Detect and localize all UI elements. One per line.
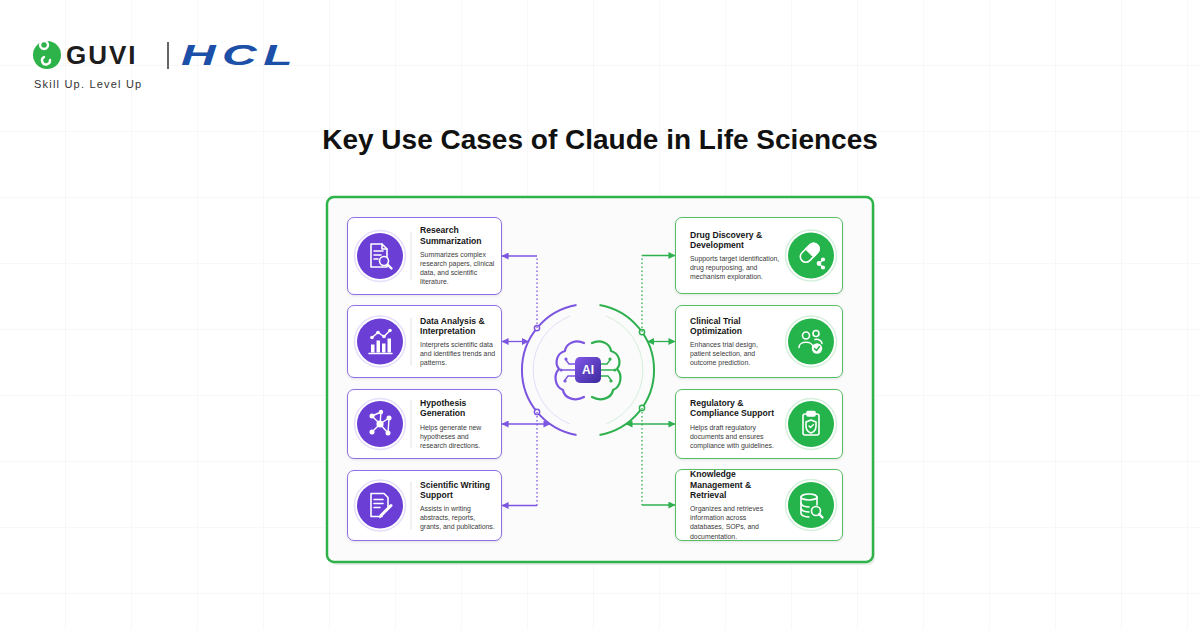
brain-right-lobe <box>609 379 612 382</box>
connector-line <box>648 341 675 342</box>
partner-logo: HCL <box>181 38 299 72</box>
brain-left-lobe <box>562 369 575 370</box>
hub-ring-inner <box>606 316 643 424</box>
connector-line <box>502 341 528 342</box>
brain-illustration <box>556 341 621 399</box>
brain-left-lobe <box>566 360 575 364</box>
connector-arrow <box>648 341 675 342</box>
main-panel <box>327 197 873 562</box>
card-body: Interprets scientific data and identifie… <box>420 340 496 367</box>
main-panel <box>327 197 875 565</box>
hub-ring-right <box>600 305 655 435</box>
card-heading: Drug Discovery & Development <box>690 230 780 251</box>
card-heading: Clinical Trial Optimization <box>690 316 780 337</box>
use-case-card: Regulatory & Compliance SupportHelps dra… <box>675 389 843 459</box>
ai-badge: AI <box>575 357 601 383</box>
use-case-card: Data Analysis & InterpretationInterprets… <box>347 305 502 378</box>
connector-line <box>641 256 642 333</box>
connector-arrow <box>639 405 675 505</box>
logo-divider <box>167 42 169 69</box>
hub-ring-inner <box>533 316 570 424</box>
connector-line <box>642 255 675 256</box>
card-body: Supports target identification, drug rep… <box>690 254 780 281</box>
connector-line <box>502 505 537 506</box>
card-heading: Data Analysis & Interpretation <box>420 316 496 337</box>
connector-line <box>642 504 675 505</box>
use-case-card: Scientific Writing SupportAssists in wri… <box>347 470 502 541</box>
card-body: Helps generate new hypotheses and resear… <box>420 423 496 450</box>
brand-logo-icon <box>40 41 50 64</box>
use-case-card: Drug Discovery & DevelopmentSupports tar… <box>675 217 843 294</box>
brand-logo-icon <box>33 41 61 69</box>
card-heading: Research Summarization <box>420 225 496 246</box>
brain-left-lobe <box>563 379 566 382</box>
connector-line <box>502 423 550 424</box>
main-panel <box>329 200 875 565</box>
connector-arrow <box>639 256 675 335</box>
brand-logo-icon <box>33 41 61 69</box>
connector-arrow <box>626 424 675 425</box>
card-heading: Scientific Writing Support <box>420 480 496 501</box>
brain-left-lobe <box>565 376 575 380</box>
card-heading: Hypothesis Generation <box>420 398 496 419</box>
use-case-card: Knowledge Management & RetrievalOrganize… <box>675 469 843 541</box>
brain-right-lobe <box>601 376 611 380</box>
connector-arrow <box>502 256 540 331</box>
page-title: Key Use Cases of Claude in Life Sciences <box>0 124 1200 156</box>
connector-arrow <box>502 341 528 342</box>
card-body: Summarizes complex research papers, clin… <box>420 250 496 286</box>
brain-right-lobe <box>608 357 611 360</box>
brand-name: GUVI <box>66 40 138 71</box>
hub-ring-left <box>522 305 577 435</box>
connector-arrow <box>502 409 540 505</box>
card-body: Helps draft regulatory documents and ens… <box>690 423 780 450</box>
card-body: Organizes and retrieves information acro… <box>690 504 780 540</box>
connector-line <box>626 423 675 424</box>
connector-line <box>502 255 537 256</box>
card-body: Assists in writing abstracts, reports, g… <box>420 504 496 531</box>
brain-left-lobe <box>564 357 567 360</box>
use-case-card: Clinical Trial OptimizationEnhances tria… <box>675 305 843 378</box>
brain-right-lobe <box>613 368 616 371</box>
tagline: Skill Up. Level Up <box>34 78 142 90</box>
brain-right-lobe <box>601 369 614 370</box>
card-heading: Regulatory & Compliance Support <box>690 398 780 419</box>
use-case-card: Research SummarizationSummarizes complex… <box>347 217 502 295</box>
connector-line <box>536 256 537 328</box>
ai-hub-circle: AI <box>520 302 656 438</box>
connector-line <box>641 408 642 505</box>
brain-left-lobe <box>559 368 562 371</box>
connector-arrow <box>502 424 550 425</box>
brain-right-lobe <box>601 360 610 364</box>
card-body: Enhances trial design, patient selection… <box>690 340 780 367</box>
use-case-card: Hypothesis GenerationHelps generate new … <box>347 389 502 459</box>
card-heading: Knowledge Management & Retrieval <box>690 469 780 500</box>
connector-line <box>536 412 537 506</box>
